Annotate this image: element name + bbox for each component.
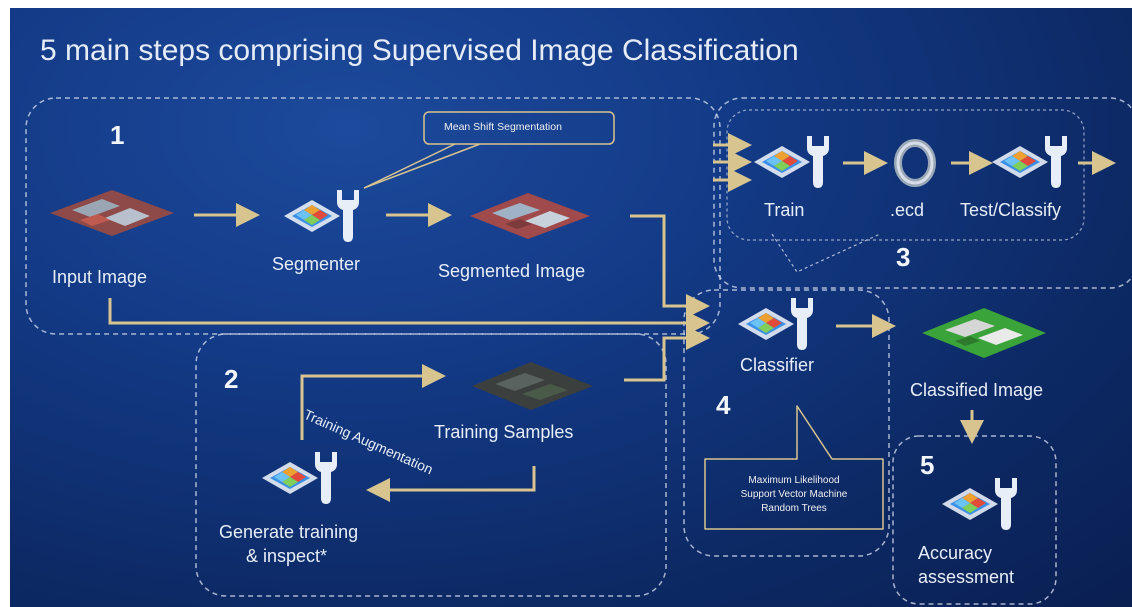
step-number-4: 4 <box>716 390 731 420</box>
group-3-inner-box <box>726 109 1085 241</box>
arrow-samples-to-classifier <box>624 326 710 382</box>
input-image-label: Input Image <box>52 267 148 287</box>
step-number-1: 1 <box>110 120 125 150</box>
train-tool-icon <box>754 136 829 188</box>
generate-training-tool-icon <box>262 452 337 504</box>
classified-image-label: Classified Image <box>910 380 1044 400</box>
step-number-2: 2 <box>224 364 239 394</box>
classifier-methods-list: Maximum Likelihood Support Vector Machin… <box>707 474 881 516</box>
mean-shift-label: Mean Shift Segmentation <box>444 121 562 133</box>
test-classify-tool-icon <box>992 136 1067 188</box>
classifier-method-random-trees: Random Trees <box>761 503 827 514</box>
accuracy-label-line2: assessment <box>918 567 1015 587</box>
classifier-method-svm: Support Vector Machine <box>740 489 848 500</box>
segmented-image-thumbnail <box>470 193 590 239</box>
slide-title: 5 main steps comprising Supervised Image… <box>40 34 799 67</box>
input-image-thumbnail <box>50 190 174 236</box>
ecd-label: .ecd <box>890 200 925 220</box>
test-classify-label: Test/Classify <box>960 200 1062 220</box>
training-samples-thumbnail <box>472 362 593 410</box>
ecd-model-icon <box>894 139 936 187</box>
segmented-image-label: Segmented Image <box>438 261 586 281</box>
group-3-outer-box <box>713 97 1132 289</box>
train-label: Train <box>764 200 805 220</box>
segmenter-label: Segmenter <box>272 254 361 274</box>
arrow-samples-to-generate <box>366 466 536 502</box>
generate-training-label-line1: Generate training <box>219 522 359 542</box>
accuracy-label-line1: Accuracy <box>918 543 993 563</box>
group-2-box <box>195 333 667 597</box>
step-number-3: 3 <box>896 242 911 272</box>
training-samples-label: Training Samples <box>434 422 574 442</box>
segmenter-tool-icon <box>284 190 359 242</box>
step-number-5: 5 <box>920 450 935 480</box>
classifier-methods-callout <box>704 405 884 530</box>
mean-shift-callout <box>363 111 615 189</box>
group-4-box <box>683 289 890 557</box>
arrow-segmented-to-classifier <box>630 214 710 318</box>
accuracy-tool-icon <box>942 478 1017 530</box>
arrow-input-to-classifier <box>108 298 710 335</box>
classified-image-thumbnail <box>922 308 1046 358</box>
diagram-canvas <box>25 97 1132 605</box>
classifier-label: Classifier <box>740 355 815 375</box>
classifier-tool-icon <box>738 298 813 350</box>
classifier-method-maximum-likelihood: Maximum Likelihood <box>748 475 840 486</box>
group-1-box <box>25 97 721 335</box>
arrow-generate-to-samples <box>300 364 446 440</box>
slide: 5 main steps comprising Supervised Image… <box>10 8 1132 607</box>
generate-training-label-line2: & inspect* <box>246 546 328 566</box>
